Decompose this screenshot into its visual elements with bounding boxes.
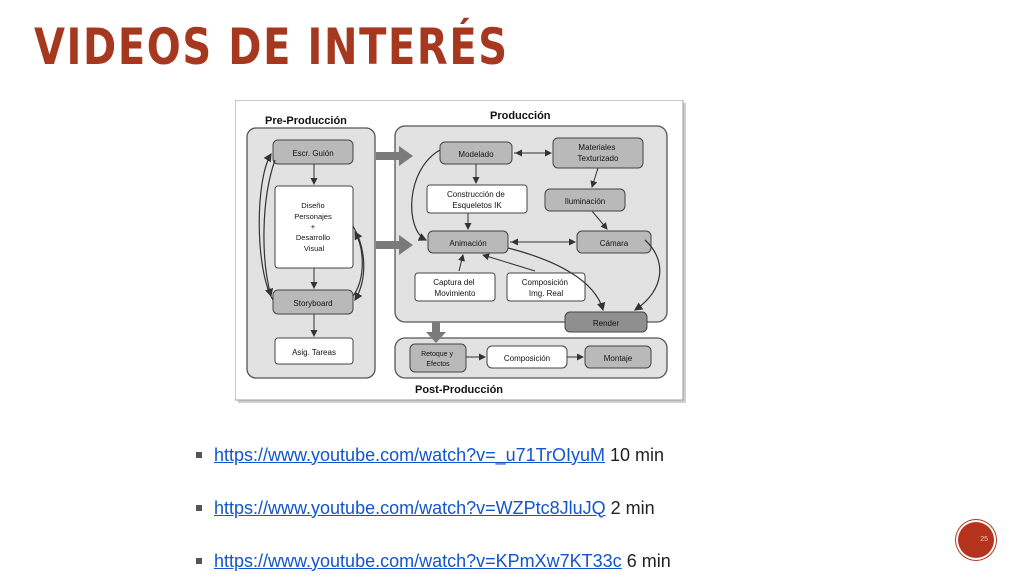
bullet-icon xyxy=(196,451,202,458)
construccion-node xyxy=(426,184,528,214)
montaje-node xyxy=(584,345,652,369)
composicion-img-label: Composición Img. Real xyxy=(522,278,570,298)
video-duration-2: 2 min xyxy=(610,497,655,518)
pre-production-label: Pre-Producción xyxy=(265,115,347,127)
construccion-label: Construcción de Esqueletos IK xyxy=(447,190,507,210)
animacion-label: Animación xyxy=(449,239,486,248)
video-link-1[interactable]: https://www.youtube.com/watch?v=_u71TrOI… xyxy=(214,444,606,465)
captura-label: Captura del Movimiento xyxy=(433,278,477,298)
bullet-icon xyxy=(196,504,202,511)
asig-tareas-node xyxy=(274,337,354,365)
composicion-label: Composición xyxy=(504,354,550,363)
storyboard-label: Storyboard xyxy=(293,299,332,308)
montaje-label: Montaje xyxy=(604,354,633,363)
composicion-img-node xyxy=(506,272,586,302)
animacion-node xyxy=(427,230,509,254)
list-item: https://www.youtube.com/watch?v=_u71TrOI… xyxy=(196,428,671,481)
slide-title: VIDEOS DE INTERÉS xyxy=(34,18,509,76)
pre-to-prod-arrow-top xyxy=(376,146,413,166)
diseno-label: Diseño Personajes + Desarrollo Visual xyxy=(294,201,334,253)
iluminacion-node xyxy=(544,188,626,212)
retoque-node xyxy=(409,343,467,373)
camara-node xyxy=(576,230,652,254)
prod-to-post-arrow xyxy=(426,322,446,343)
slide-number: 25 xyxy=(980,536,988,543)
retoque-label: Retoque y Efectos xyxy=(421,351,455,368)
video-link-3[interactable]: https://www.youtube.com/watch?v=KPmXw7KT… xyxy=(214,550,622,571)
escr-guion-label: Escr. Guión xyxy=(292,149,333,158)
render-node xyxy=(564,311,648,333)
video-duration-3: 6 min xyxy=(626,550,671,571)
iluminacion-label: Iluminación xyxy=(565,197,605,206)
production-label: Producción xyxy=(490,110,551,122)
bullet-icon xyxy=(196,557,202,564)
post-production-label: Post-Producción xyxy=(415,384,503,396)
storyboard-node xyxy=(272,289,354,315)
render-label: Render xyxy=(593,319,620,328)
list-item: https://www.youtube.com/watch?v=KPmXw7KT… xyxy=(196,534,671,587)
slide-number-badge: 25 xyxy=(958,522,994,558)
asig-tareas-label: Asig. Tareas xyxy=(292,348,336,357)
materiales-label: Materiales Texturizado xyxy=(578,143,619,163)
video-duration-1: 10 min xyxy=(610,444,665,465)
video-link-list: https://www.youtube.com/watch?v=_u71TrOI… xyxy=(196,428,671,587)
captura-node xyxy=(414,272,496,302)
list-item: https://www.youtube.com/watch?v=WZPtc8Jl… xyxy=(196,481,671,534)
video-link-2[interactable]: https://www.youtube.com/watch?v=WZPtc8Jl… xyxy=(214,497,606,518)
escr-guion-node xyxy=(272,139,354,165)
modelado-label: Modelado xyxy=(458,150,494,159)
pre-to-prod-arrow-mid xyxy=(376,235,413,255)
production-pipeline-diagram: Pre-Producción Producción Post-Producció… xyxy=(235,100,690,406)
camara-label: Cámara xyxy=(600,239,629,248)
